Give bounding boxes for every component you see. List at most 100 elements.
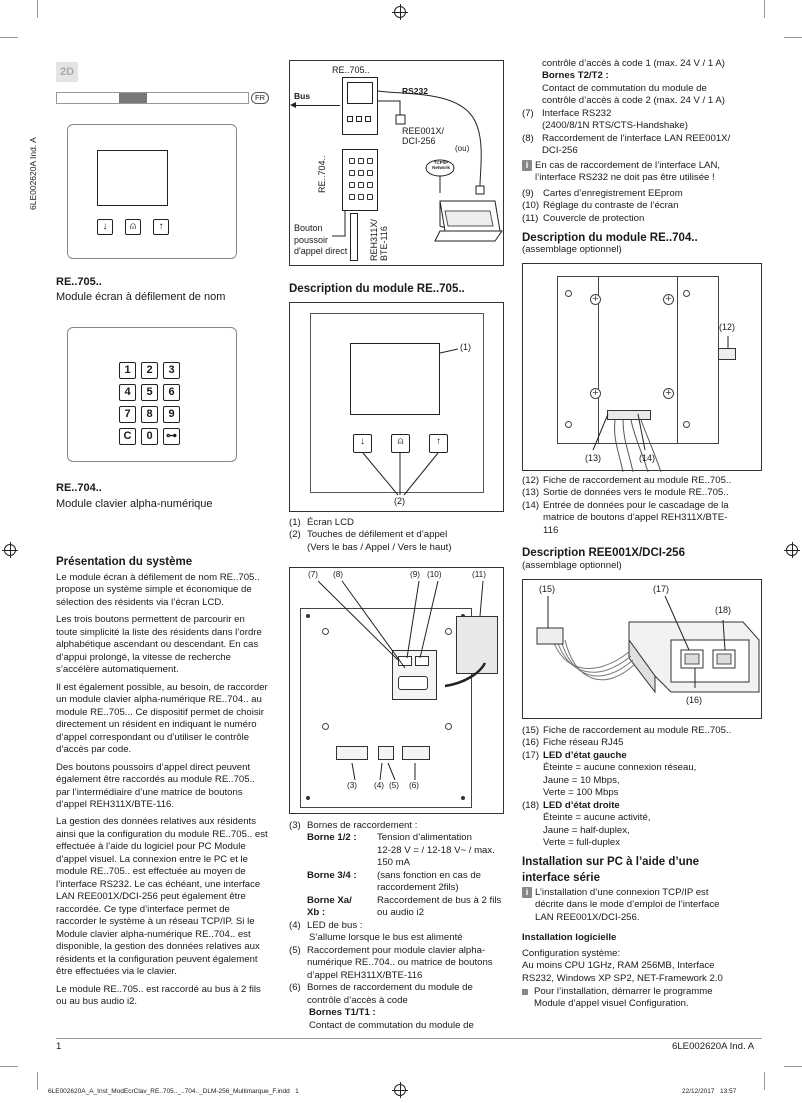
borne-value: Raccordement de bus à 2 fils ou audio i2 — [377, 894, 502, 919]
desc704-subtitle: (assemblage optionnel) — [522, 244, 622, 255]
callout-7: (7) — [308, 570, 319, 579]
item-num: (5) — [289, 944, 301, 956]
item-num: (6) — [289, 982, 301, 994]
item-num: (13) — [522, 487, 540, 499]
cont-text: contrôle d’accès à code 1 (max. 24 V / 1… — [542, 58, 725, 69]
side-code: 6LE002620A Ind. A — [28, 137, 38, 210]
list-item: (16)Fiche réseau RJ45 — [522, 737, 762, 749]
item-text: Interface RS232 (2400/8/1N RTS/CTS-Hands… — [542, 107, 688, 132]
item-subtitle: Bornes T1/T1 : — [309, 1007, 376, 1019]
re705-subtitle: Module écran à défilement de nom — [56, 291, 226, 303]
borne-row: Borne 3/4 :(sans fonction en cas de racc… — [307, 870, 504, 895]
arrow-up-icon: ↑ — [153, 219, 169, 235]
list-item: (12)Fiche de raccordement au module RE..… — [522, 475, 762, 487]
crop-mark — [784, 37, 802, 38]
list-item: (7)Interface RS232 (2400/8/1N RTS/CTS-Ha… — [522, 108, 762, 133]
callout-9: (9) — [410, 570, 421, 579]
keypad-key: C — [119, 428, 136, 445]
mini-key — [367, 170, 373, 176]
system-diagram: RE..705.. Bus RS232 REE001X/ DCI-256 (ou… — [289, 60, 504, 266]
item-num: (4) — [289, 919, 301, 931]
borne-row: Borne 1/2 :Tension d’alimentation 12-28 … — [307, 832, 504, 869]
presentation-title: Présentation du système — [56, 556, 193, 568]
bullet-text: Pour l’installation, démarrer le program… — [534, 986, 713, 1010]
install-title: Installation sur PC à l’aide d’une inter… — [522, 856, 700, 884]
callout-15: (15) — [539, 584, 556, 594]
item-num: (10) — [522, 200, 540, 212]
config-text: Configuration système: Au moins CPU 1GHz… — [522, 948, 723, 984]
keypad-key: 8 — [141, 406, 158, 423]
re704-subtitle: Module clavier alpha-numérique — [56, 498, 213, 510]
footer-file: 6LE002620A_A_Inst_ModEcrClav_RE..705.._.… — [48, 1088, 299, 1095]
re705-description-figure: ↓ ⍝ ↑ (1) (2) — [289, 302, 504, 512]
item-num: (11) — [522, 212, 539, 224]
lang-badge: FR — [251, 92, 269, 104]
arrow-down-icon: ↓ — [353, 434, 372, 453]
arrow-up-icon: ↑ — [429, 434, 448, 453]
item-text: LED de bus : — [307, 919, 363, 931]
item-num: (16) — [522, 737, 540, 749]
fig4-legend: (15)Fiche de raccordement au module RE..… — [522, 725, 762, 850]
crop-mark — [764, 1072, 765, 1090]
borne-value: Tension d’alimentation 12-28 V = / 12-18… — [377, 832, 495, 869]
item-title: LED d’état gauche — [543, 749, 627, 761]
arrow-down-icon: ↓ — [97, 219, 113, 235]
registration-mark-bottom — [392, 1082, 408, 1098]
mini-key — [358, 158, 364, 164]
mini-key — [367, 194, 373, 200]
info-text: L’installation d’une connexion TCP/IP es… — [535, 887, 720, 923]
item-num: (18) — [522, 799, 540, 811]
item-num: (17) — [522, 749, 540, 761]
item-num: (12) — [522, 475, 540, 486]
item-subtext: S’allume lorsque le bus est alimenté — [309, 932, 463, 944]
item-text: Fiche de raccordement au module RE..705.… — [543, 725, 732, 736]
list-item: (1) Écran LCD — [289, 517, 504, 529]
desc705-title: Description du module RE..705.. — [289, 283, 465, 295]
item-num: (1) — [289, 517, 301, 528]
re705-unit — [342, 77, 378, 135]
item-text: Écran LCD — [307, 517, 354, 528]
info-icon: i — [522, 887, 532, 898]
callout-11: (11) — [472, 570, 486, 579]
diagram-label-ou: (ou) — [455, 144, 470, 153]
right-top-text: contrôle d’accès à code 1 (max. 24 V / 1… — [522, 58, 762, 225]
callout-13: (13) — [585, 453, 602, 463]
ree-figure: (15) (17) (18) (16) — [522, 579, 762, 719]
keypad-key: 0 — [141, 428, 158, 445]
re704-rear-figure: (12) (13) (14) — [522, 263, 762, 472]
borne-row: Borne Xa/ Xb :Raccordement de bus à 2 fi… — [307, 895, 504, 920]
keypad-key: 1 — [119, 362, 136, 379]
item-num: (14) — [522, 499, 540, 511]
keypad-key: 2 — [141, 362, 158, 379]
install-bullet: Pour l’installation, démarrer le program… — [522, 986, 762, 1011]
color-bar — [56, 92, 249, 104]
lcd-screen — [97, 150, 168, 206]
list-item: (2)Touches de défilement et d’appel (Ver… — [289, 529, 504, 554]
callout-16: (16) — [686, 695, 703, 705]
mini-key — [349, 194, 355, 200]
reh-unit — [350, 213, 358, 261]
paragraph: Les trois boutons permettent de parcouri… — [56, 614, 262, 676]
logi-title: Installation logicielle — [522, 932, 617, 943]
callout-8: (8) — [333, 570, 344, 579]
badge-2d: 2D — [56, 62, 78, 82]
paragraph: Il est également possible, au besoin, de… — [56, 681, 268, 756]
registration-mark-top — [392, 4, 408, 20]
bullet-square-icon — [522, 989, 528, 995]
presentation-text: Le module écran à défilement de nom RE..… — [56, 572, 268, 1013]
crop-mark — [784, 1066, 802, 1067]
bell-icon: ⍝ — [125, 219, 141, 235]
list-item: (13)Sortie de données vers le module RE.… — [522, 487, 762, 499]
keypad-key: 6 — [163, 384, 180, 401]
re705-rear-figure: (7) (8) (9) (10) (11) (3) (4) (5) (6) — [289, 567, 504, 814]
keypad-key: 7 — [119, 406, 136, 423]
paragraph: La gestion des données relatives aux rés… — [56, 816, 268, 978]
diagram-label-re705: RE..705.. — [332, 65, 370, 75]
item-title: LED d’état droite — [543, 799, 620, 811]
crop-mark — [0, 1066, 18, 1067]
t2-title: Bornes T2/T2 : — [542, 70, 609, 82]
footer-date: 22/12/2017 13:57 — [682, 1088, 737, 1095]
footer-rule — [56, 1038, 762, 1039]
